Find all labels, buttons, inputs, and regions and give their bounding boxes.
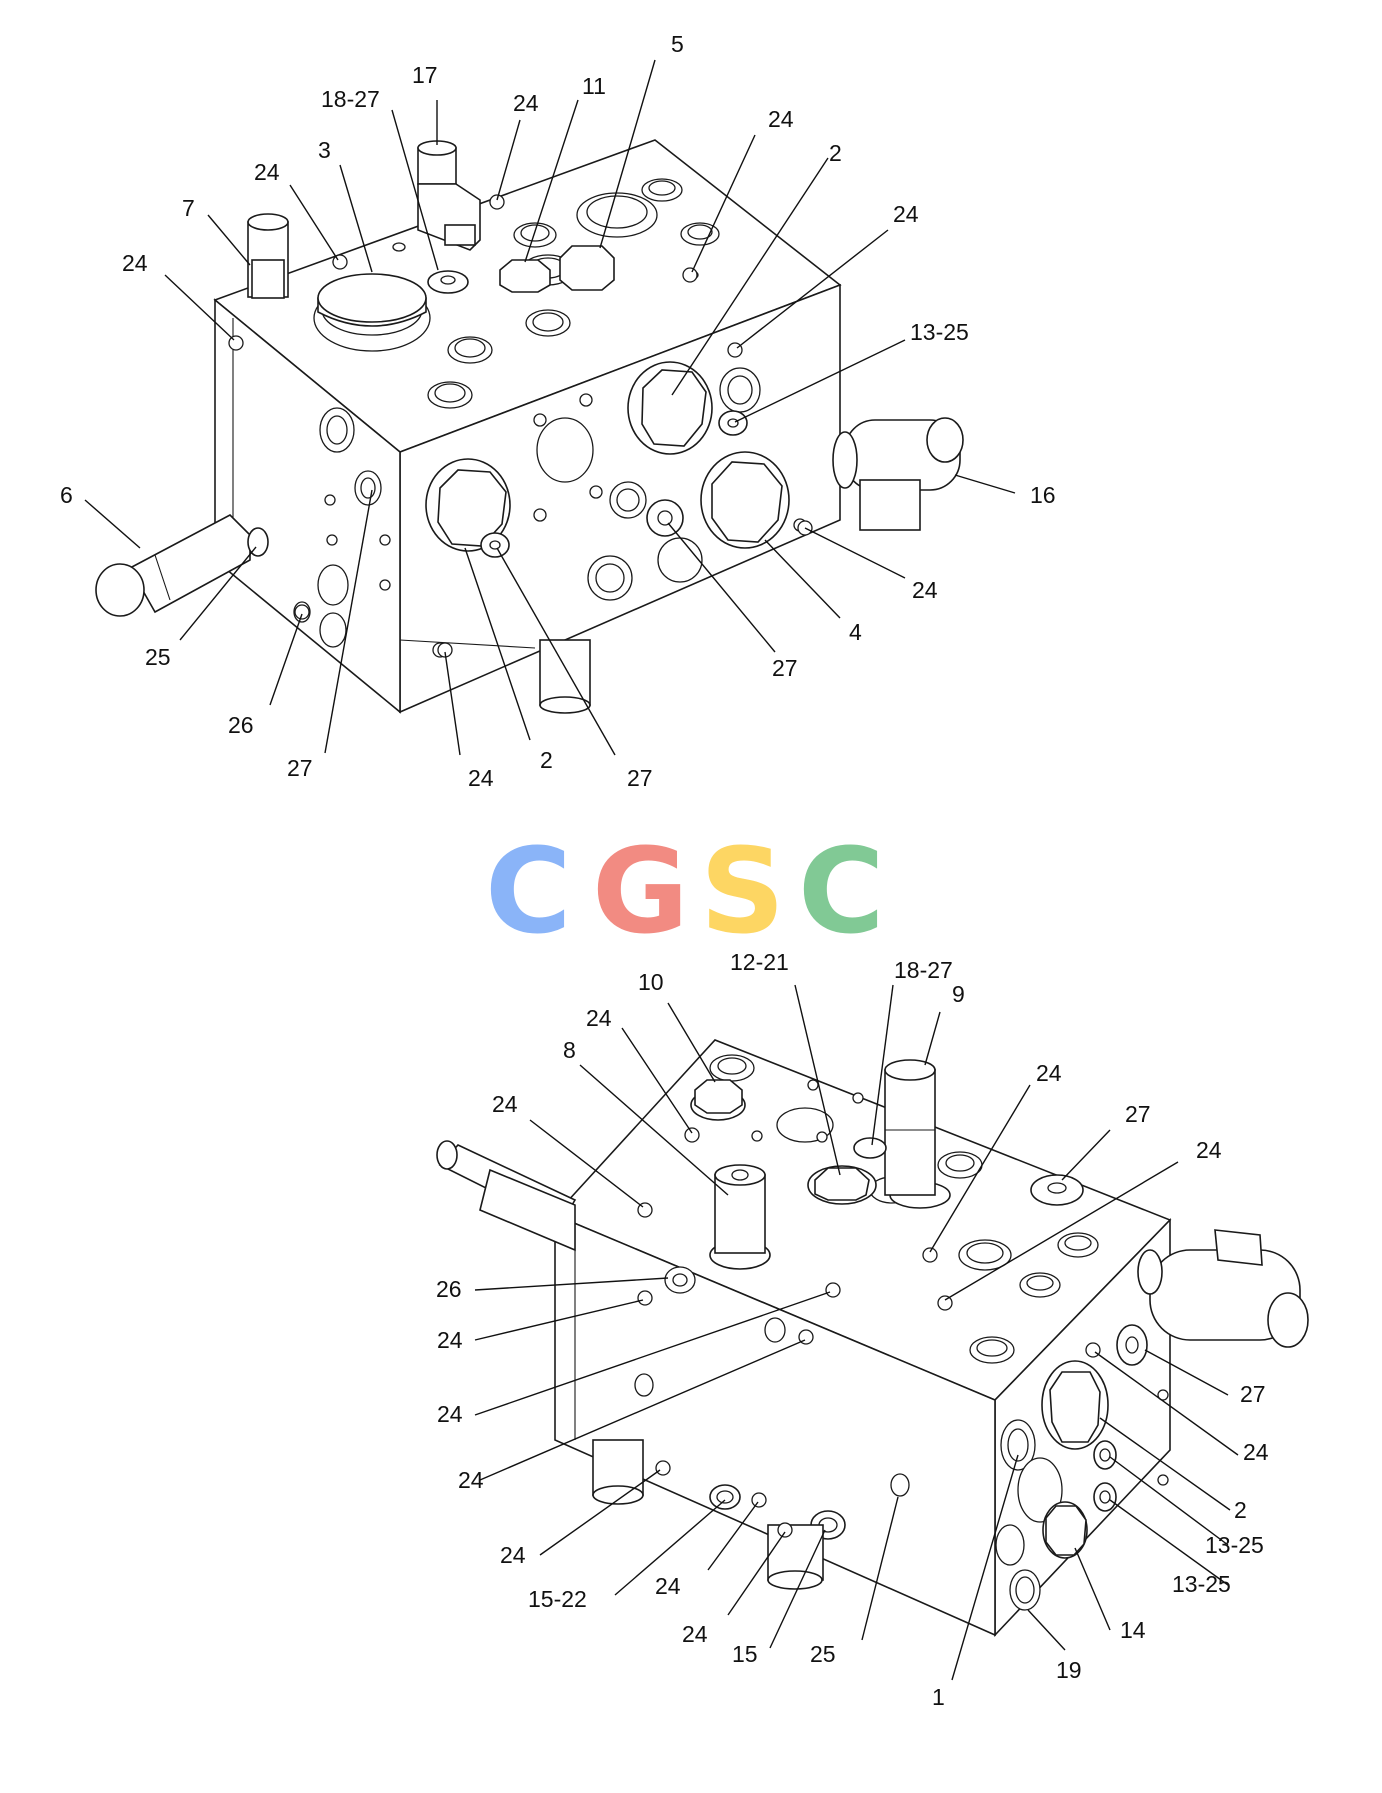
callout-17: 17	[412, 62, 438, 88]
callout-24: 24	[768, 106, 794, 132]
callout-24: 24	[586, 1005, 612, 1031]
logo-letter-s-yellow: S	[700, 822, 785, 960]
washer-18-27-bottom	[853, 1137, 887, 1159]
callout-10: 10	[638, 969, 664, 995]
callout-24: 24	[1243, 1439, 1269, 1465]
bottom-valve-block-body	[553, 1039, 1172, 1638]
sensor-17	[417, 140, 481, 251]
top-valve-assembly: 17 18-27 24 11 5 24 3 24 2 7 24 24 13-25…	[60, 31, 1056, 791]
callout-15-22: 15-22	[528, 1586, 587, 1612]
cartridge-6	[95, 514, 269, 617]
callout-24: 24	[912, 577, 938, 603]
callout-27: 27	[772, 655, 798, 681]
callout-24: 24	[1196, 1137, 1222, 1163]
plug-4	[700, 451, 790, 549]
washer-18-27	[427, 270, 469, 294]
callout-8: 8	[563, 1037, 576, 1063]
callout-11: 11	[582, 73, 606, 99]
callout-27: 27	[627, 765, 653, 791]
washer-27-front	[480, 410, 748, 558]
callout-24: 24	[254, 159, 280, 185]
callout-24: 24	[893, 201, 919, 227]
top-view-leader-lines	[84, 59, 1016, 756]
callout-12-21: 12-21	[730, 949, 789, 975]
plug-2-upper	[627, 361, 713, 455]
callout-24: 24	[655, 1573, 681, 1599]
callout-1: 1	[932, 1684, 945, 1710]
washer-27-top	[1030, 1174, 1084, 1206]
top-view-callouts: 17 18-27 24 11 5 24 3 24 2 7 24 24 13-25…	[60, 31, 1056, 791]
callout-16: 16	[1030, 482, 1056, 508]
callout-15: 15	[732, 1641, 758, 1667]
callout-14: 14	[1120, 1617, 1146, 1643]
callout-18-27: 18-27	[894, 957, 953, 983]
callout-27: 27	[1240, 1381, 1266, 1407]
callout-2: 2	[1234, 1497, 1247, 1523]
callout-24: 24	[122, 250, 148, 276]
cap-plug-3	[317, 273, 427, 327]
plug-2-bottom	[1041, 1360, 1109, 1450]
solenoid-bottom-view	[1137, 1229, 1309, 1348]
callout-13-25: 13-25	[1172, 1571, 1231, 1597]
callout-24: 24	[500, 1542, 526, 1568]
callout-18-27: 18-27	[321, 86, 380, 112]
callout-27: 27	[287, 755, 313, 781]
plug-10	[690, 1079, 746, 1121]
logo-letter-c-blue: C	[485, 822, 572, 960]
logo-letter-g-red: G	[592, 822, 689, 960]
callout-4: 4	[849, 619, 862, 645]
callout-24: 24	[437, 1327, 463, 1353]
callout-5: 5	[671, 31, 684, 57]
callout-25: 25	[145, 644, 171, 670]
solenoid-16	[832, 417, 964, 531]
callout-2: 2	[540, 747, 553, 773]
right-face-ports	[995, 1389, 1169, 1611]
callout-24: 24	[492, 1091, 518, 1117]
plugs-24-bottom	[637, 1127, 1101, 1538]
relief-valve-7	[247, 213, 289, 299]
cgsc-watermark-logo: C G S C	[485, 822, 885, 960]
logo-letter-c-green: C	[798, 822, 885, 960]
relief-valve-9	[884, 1059, 951, 1209]
plug-11	[499, 259, 551, 293]
bottom-view-leader-lines	[474, 984, 1239, 1681]
bottom-fitting-top-view	[539, 639, 591, 714]
bottom-view-callouts: 10 12-21 18-27 9 24 8 24 24 27 24 26 24 …	[436, 949, 1269, 1710]
callout-24: 24	[682, 1621, 708, 1647]
callout-26: 26	[228, 712, 254, 738]
valve-8	[709, 1164, 771, 1270]
callout-25: 25	[810, 1641, 836, 1667]
plug-12-21	[807, 1165, 877, 1205]
plug-5	[559, 245, 615, 291]
plugs-13-25	[1093, 1440, 1117, 1512]
callout-13-25: 13-25	[1205, 1532, 1264, 1558]
callout-2: 2	[829, 140, 842, 166]
plugs-24-top	[228, 194, 813, 658]
callout-27: 27	[1125, 1101, 1151, 1127]
callout-24: 24	[1036, 1060, 1062, 1086]
callout-24: 24	[513, 90, 539, 116]
callout-24: 24	[468, 765, 494, 791]
callout-13-25: 13-25	[910, 319, 969, 345]
cartridge-left-bottom-view	[436, 1140, 577, 1252]
callout-19: 19	[1056, 1657, 1082, 1683]
bottom-valve-assembly: 10 12-21 18-27 9 24 8 24 24 27 24 26 24 …	[436, 949, 1309, 1710]
callout-24: 24	[458, 1467, 484, 1493]
plug-14	[1042, 1501, 1088, 1559]
callout-3: 3	[318, 137, 331, 163]
callout-6: 6	[60, 482, 73, 508]
callout-9: 9	[952, 981, 965, 1007]
washer-27-right	[1116, 1324, 1148, 1366]
left-face-ports	[293, 407, 391, 648]
callout-7: 7	[182, 195, 195, 221]
plug-2-lower	[425, 458, 511, 552]
callout-26: 26	[436, 1276, 462, 1302]
callout-24: 24	[437, 1401, 463, 1427]
